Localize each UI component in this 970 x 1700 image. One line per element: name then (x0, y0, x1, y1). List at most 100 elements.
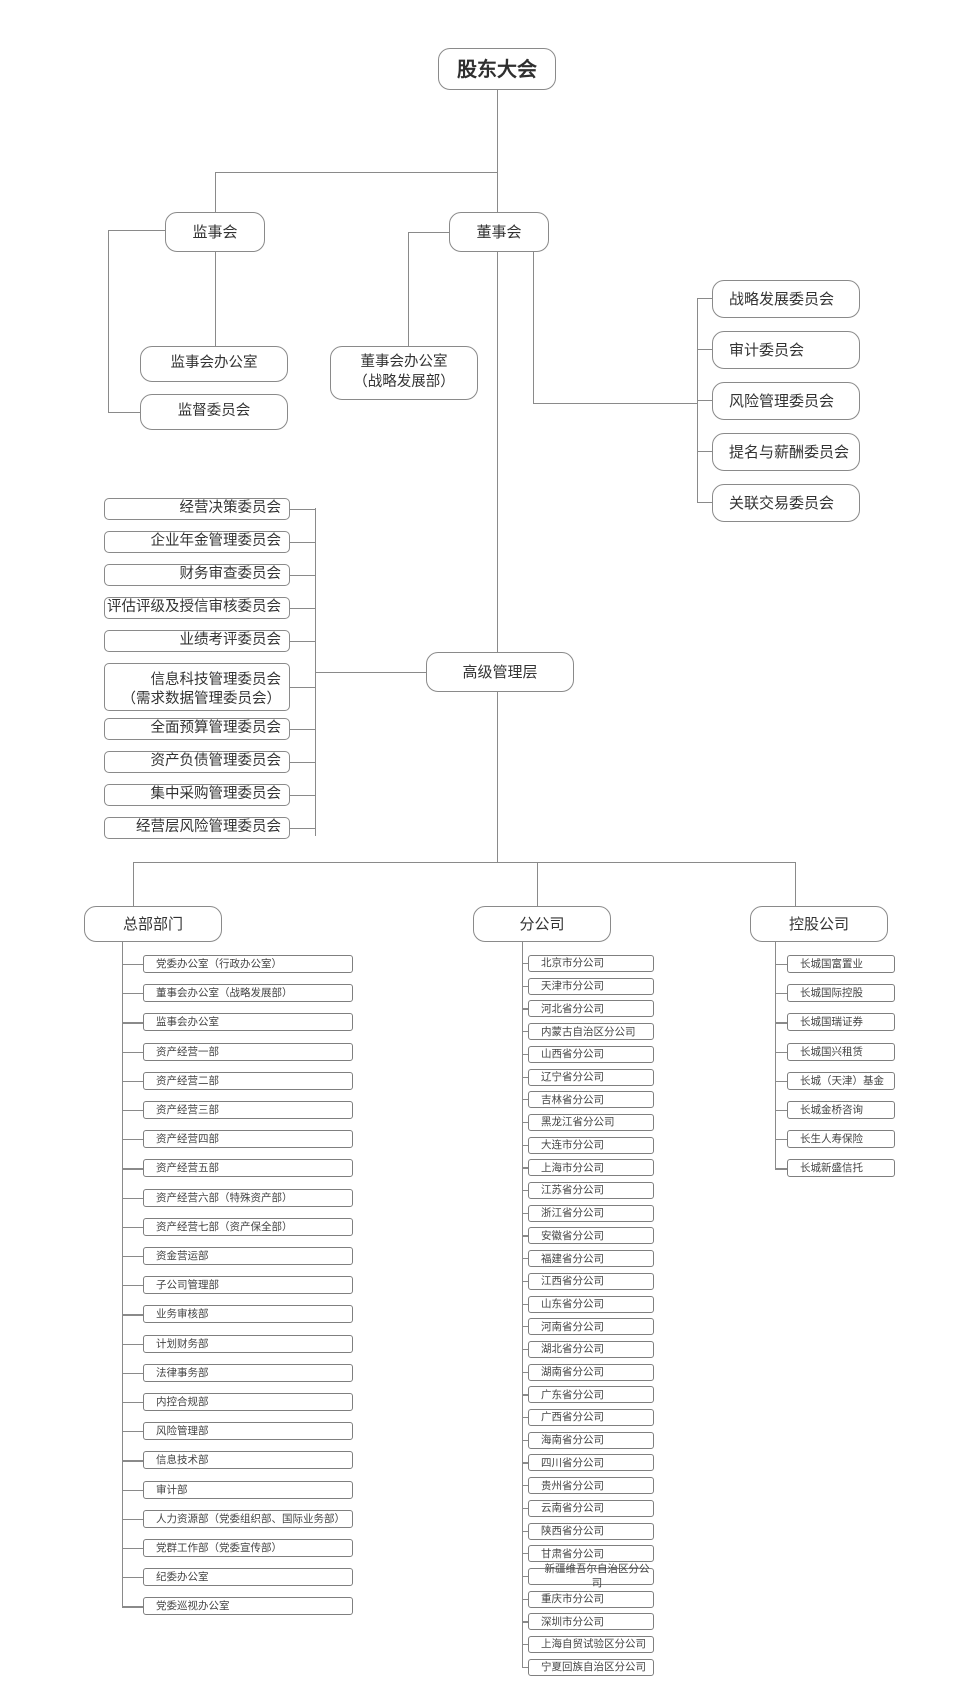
connector-line (522, 1371, 528, 1373)
branch-box: 甘肃省分公司 (528, 1545, 654, 1563)
connector-line (122, 1577, 143, 1579)
board-committee-box: 战略发展委员会 (712, 280, 860, 318)
department-box: 业务审核部 (143, 1305, 353, 1324)
connector-line (290, 795, 315, 797)
department-box: 监事会办公室 (143, 1013, 353, 1032)
connector-line (497, 252, 499, 652)
connector-line (290, 762, 315, 764)
holding-company-box: 长城国际控股 (787, 984, 895, 1003)
branch-box: 上海市分公司 (528, 1159, 654, 1177)
board-committee-box: 关联交易委员会 (712, 484, 860, 522)
department-box: 资产经营四部 (143, 1130, 353, 1149)
department-box: 资金营运部 (143, 1247, 353, 1265)
supervisory-board-box: 监事会 (165, 212, 265, 252)
exec-committee-box: 财务审查委员会 (104, 564, 290, 586)
branch-box: 天津市分公司 (528, 977, 654, 995)
branch-box: 山东省分公司 (528, 1295, 654, 1313)
connector-line (122, 1197, 143, 1199)
connector-line (122, 1226, 143, 1229)
connector-line (775, 1022, 787, 1024)
department-box: 法律事务部 (143, 1363, 353, 1382)
connector-line (775, 1051, 787, 1053)
connector-line (522, 1190, 528, 1192)
branch-box: 湖北省分公司 (528, 1340, 654, 1358)
connector-line (775, 1139, 787, 1141)
connector-line (522, 1212, 528, 1214)
connector-line (522, 1008, 528, 1010)
board-office-line2: （战略发展部） (353, 374, 455, 390)
connector-line (775, 1080, 787, 1083)
branch-box: 福建省分公司 (528, 1250, 654, 1268)
connector-line (122, 1402, 143, 1404)
branch-box: 贵州省分公司 (528, 1477, 654, 1495)
connector-line (533, 403, 697, 405)
connector-line (122, 1606, 143, 1608)
connector-line (122, 1343, 143, 1345)
connector-line (522, 985, 528, 987)
connector-line (522, 1644, 528, 1646)
connector-line (122, 1285, 143, 1287)
board-committee-box: 审计委员会 (712, 331, 860, 369)
connector-line (697, 451, 712, 453)
department-box: 资产经营五部 (143, 1159, 353, 1178)
connector-line (290, 828, 315, 830)
branch-box: 四川省分公司 (528, 1454, 654, 1472)
connector-line (775, 1110, 787, 1112)
holding-company-box: 长城（天津）基金 (787, 1071, 895, 1090)
department-box: 风险管理部 (143, 1422, 353, 1441)
connector-line (697, 349, 712, 351)
department-box: 内控合规部 (143, 1393, 353, 1411)
branch-box: 大连市分公司 (528, 1136, 654, 1154)
exec-committee-box: 全面预算管理委员会 (104, 718, 290, 740)
branch-box: 云南省分公司 (528, 1499, 654, 1517)
connector-line (522, 1235, 528, 1237)
connector-line (122, 1080, 143, 1083)
connector-line (122, 1022, 143, 1024)
connector-line (522, 1394, 528, 1396)
connector-line (290, 641, 315, 643)
branch-box: 山西省分公司 (528, 1045, 654, 1063)
connector-line (122, 1168, 143, 1170)
connector-line (522, 1053, 528, 1056)
connector-line (522, 1303, 528, 1305)
connector-line (522, 1076, 528, 1078)
department-box: 资产经营一部 (143, 1042, 353, 1061)
connector-line (522, 1417, 528, 1419)
holding-company-box: 长城国瑞证券 (787, 1013, 895, 1032)
branch-box: 辽宁省分公司 (528, 1068, 654, 1086)
exec-committee-box: 企业年金管理委员会 (104, 531, 290, 553)
connector-line (122, 942, 124, 1607)
connector-line (108, 230, 110, 412)
connector-line (215, 252, 217, 346)
exec-committee-box: 经营决策委员会 (104, 498, 290, 520)
connector-line (522, 1575, 528, 1578)
branch-box: 北京市分公司 (528, 955, 654, 972)
branch-box: 湖南省分公司 (528, 1363, 654, 1381)
branch-box: 海南省分公司 (528, 1431, 654, 1449)
connector-line (108, 412, 140, 414)
supervision-committee-box: 监督委员会 (140, 394, 288, 430)
branches-header: 分公司 (473, 906, 611, 942)
connector-line (122, 1518, 143, 1521)
branch-box: 河南省分公司 (528, 1318, 654, 1336)
holding-company-box: 长生人寿保险 (787, 1130, 895, 1149)
connector-line (775, 964, 787, 966)
holding-company-box: 长城国富置业 (787, 955, 895, 973)
branch-box: 宁夏回族自治区分公司 (528, 1658, 654, 1676)
branch-box: 安徽省分公司 (528, 1227, 654, 1245)
connector-line (290, 687, 315, 689)
connector-line (522, 1121, 528, 1124)
exec-committee-line2: （需求数据管理委员会） (121, 691, 282, 708)
connector-line (522, 1258, 528, 1260)
connector-line (697, 502, 712, 504)
connector-line (522, 1326, 528, 1328)
connector-line (290, 608, 315, 610)
branch-box: 广西省分公司 (528, 1409, 654, 1426)
board-office-line1: 董事会办公室 (360, 354, 448, 371)
exec-committee-box: 资产负债管理委员会 (104, 751, 290, 773)
board-office-box: 董事会办公室 （战略发展部） (330, 346, 478, 400)
connector-line (122, 964, 143, 966)
department-box: 资产经营七部（资产保全部） (143, 1217, 353, 1236)
connector-line (215, 172, 497, 174)
branch-box: 河北省分公司 (528, 1000, 654, 1018)
